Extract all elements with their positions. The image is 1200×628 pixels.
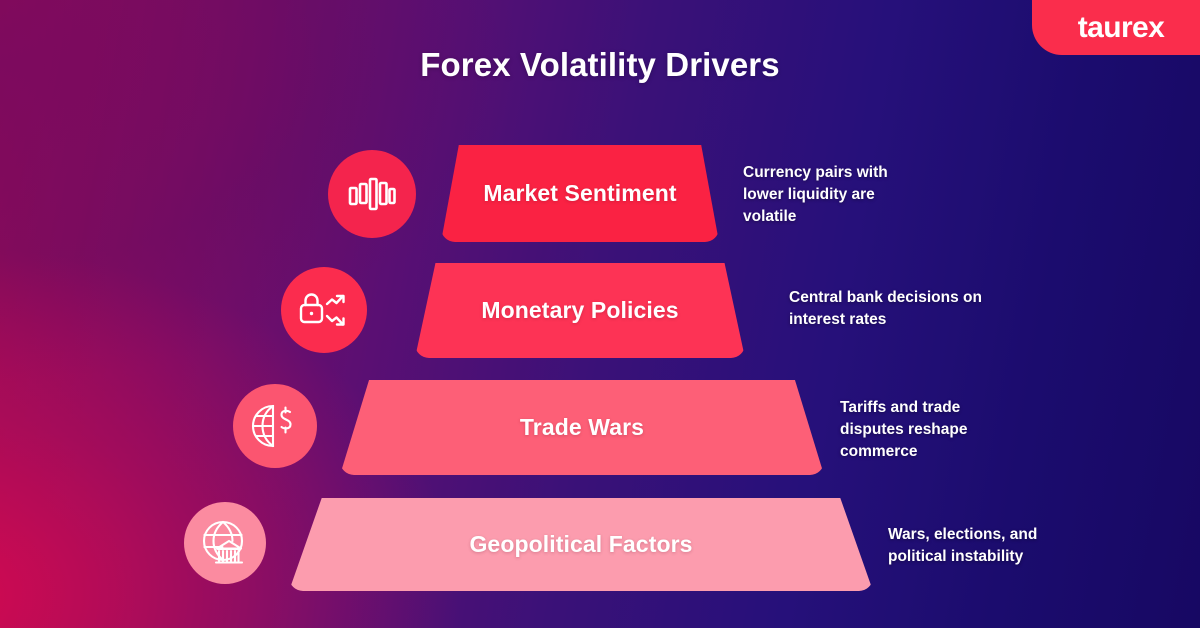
- tier-4-description: Wars, elections, and political instabili…: [888, 526, 1038, 565]
- tier-1-description: Currency pairs with lower liquidity are …: [743, 164, 888, 225]
- tier-1-shape: [441, 145, 719, 242]
- pyramid-tier-2[interactable]: Monetary Policies: [415, 263, 745, 358]
- lock-trend-icon: [281, 267, 367, 353]
- globe-bank-icon: [184, 502, 266, 584]
- pyramid-tier-4[interactable]: Geopolitical Factors: [289, 498, 873, 591]
- tier-4-label: Geopolitical Factors: [469, 531, 693, 557]
- pyramid-tier-1[interactable]: Market Sentiment: [441, 145, 719, 242]
- brand-logo-text: taurex: [1077, 10, 1165, 44]
- tier-3-shape: [340, 380, 824, 475]
- globe-dollar-icon: [233, 384, 317, 468]
- pyramid-tier-3[interactable]: Trade Wars: [340, 380, 824, 475]
- tier-2-shape: [415, 263, 745, 358]
- tier-2-description: Central bank decisions on interest rates: [789, 289, 982, 328]
- page-title: Forex Volatility Drivers: [420, 46, 780, 83]
- tier-3-label: Trade Wars: [519, 414, 645, 440]
- bar-chart-icon: [328, 150, 416, 238]
- brand-logo[interactable]: taurex: [1032, 0, 1200, 55]
- tier-2-label: Monetary Policies: [481, 297, 679, 323]
- tier-4-shape: [289, 498, 873, 591]
- tier-1-label: Market Sentiment: [483, 180, 677, 206]
- tier-3-description: Tariffs and trade disputes reshape comme…: [840, 399, 968, 460]
